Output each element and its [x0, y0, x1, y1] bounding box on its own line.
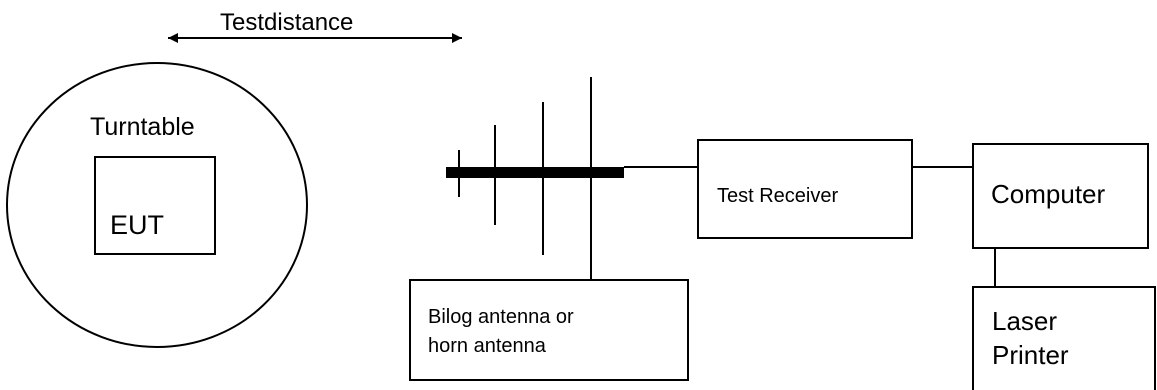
turntable-ellipse — [6, 62, 308, 348]
turntable-label: Turntable — [90, 113, 195, 141]
computer-label: Computer — [991, 179, 1105, 209]
computer-box — [972, 143, 1149, 249]
antenna-label-line1: Bilog antenna or — [428, 306, 574, 328]
test-distance-label: Testdistance — [220, 9, 353, 36]
laser-printer-box — [972, 286, 1156, 390]
test-receiver-label: Test Receiver — [717, 185, 838, 207]
laser-printer-label-line1: Laser — [992, 306, 1057, 336]
eut-label: EUT — [110, 210, 164, 240]
antenna-label-line2: horn antenna — [428, 335, 547, 357]
test-receiver-box — [697, 139, 913, 239]
laser-printer-label-line2: Printer — [992, 340, 1069, 370]
antenna-label-box — [409, 279, 689, 381]
eut-box — [94, 156, 216, 255]
bilog-antenna — [446, 77, 624, 280]
antenna-boom — [446, 167, 624, 178]
